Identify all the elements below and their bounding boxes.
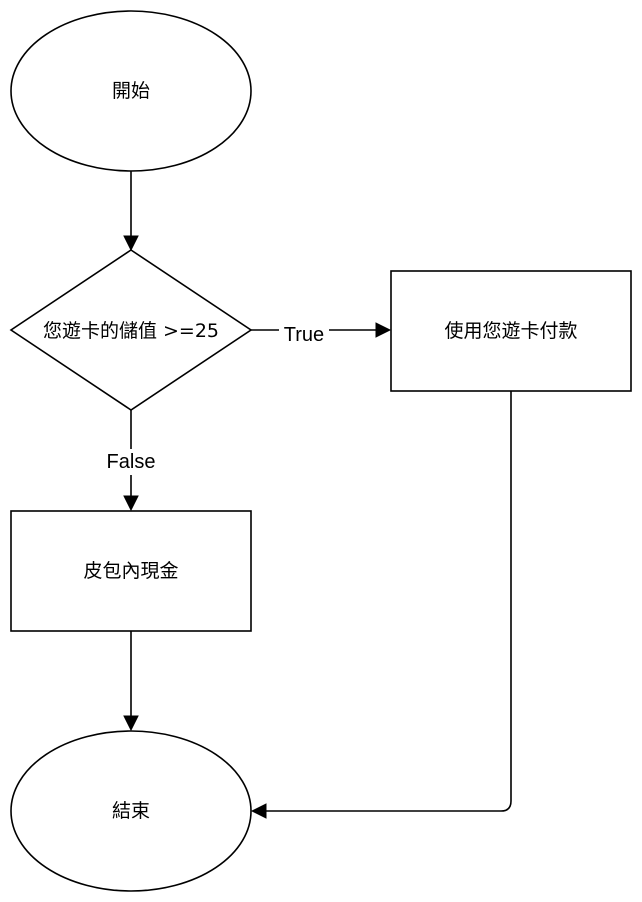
true-label: True <box>284 324 324 346</box>
pay-cash-node: 皮包內現金 <box>10 510 252 632</box>
false-label: False <box>107 451 156 473</box>
start-node: 開始 <box>10 10 252 172</box>
edge-path <box>264 391 512 812</box>
true-label-bg <box>279 320 329 346</box>
arrowhead <box>123 715 139 732</box>
end-ellipse <box>10 730 252 892</box>
pay-cash-box <box>10 510 252 632</box>
pay-card-node: 使用您遊卡付款 <box>390 270 632 392</box>
pay-cash-label: 皮包內現金 <box>83 560 178 582</box>
pay-card-box <box>390 270 632 392</box>
end-label: 結束 <box>112 800 150 822</box>
arrowhead <box>123 495 139 512</box>
arrowhead <box>250 803 267 819</box>
edge-false: False <box>100 410 162 512</box>
pay-card-label: 使用您遊卡付款 <box>444 320 577 342</box>
end-node: 結束 <box>10 730 252 892</box>
edge-true: True <box>251 320 392 346</box>
edge-start-to-decision <box>123 171 139 252</box>
edge-card-to-end <box>250 391 512 819</box>
decision-node: 您遊卡的儲值 >=25 <box>9 249 253 411</box>
arrowhead <box>123 235 139 252</box>
start-label: 開始 <box>112 80 150 102</box>
decision-label: 您遊卡的儲值 >=25 <box>43 320 219 342</box>
arrowhead <box>375 322 392 338</box>
edge-cash-to-end <box>123 631 139 732</box>
false-label-bg <box>100 449 162 475</box>
